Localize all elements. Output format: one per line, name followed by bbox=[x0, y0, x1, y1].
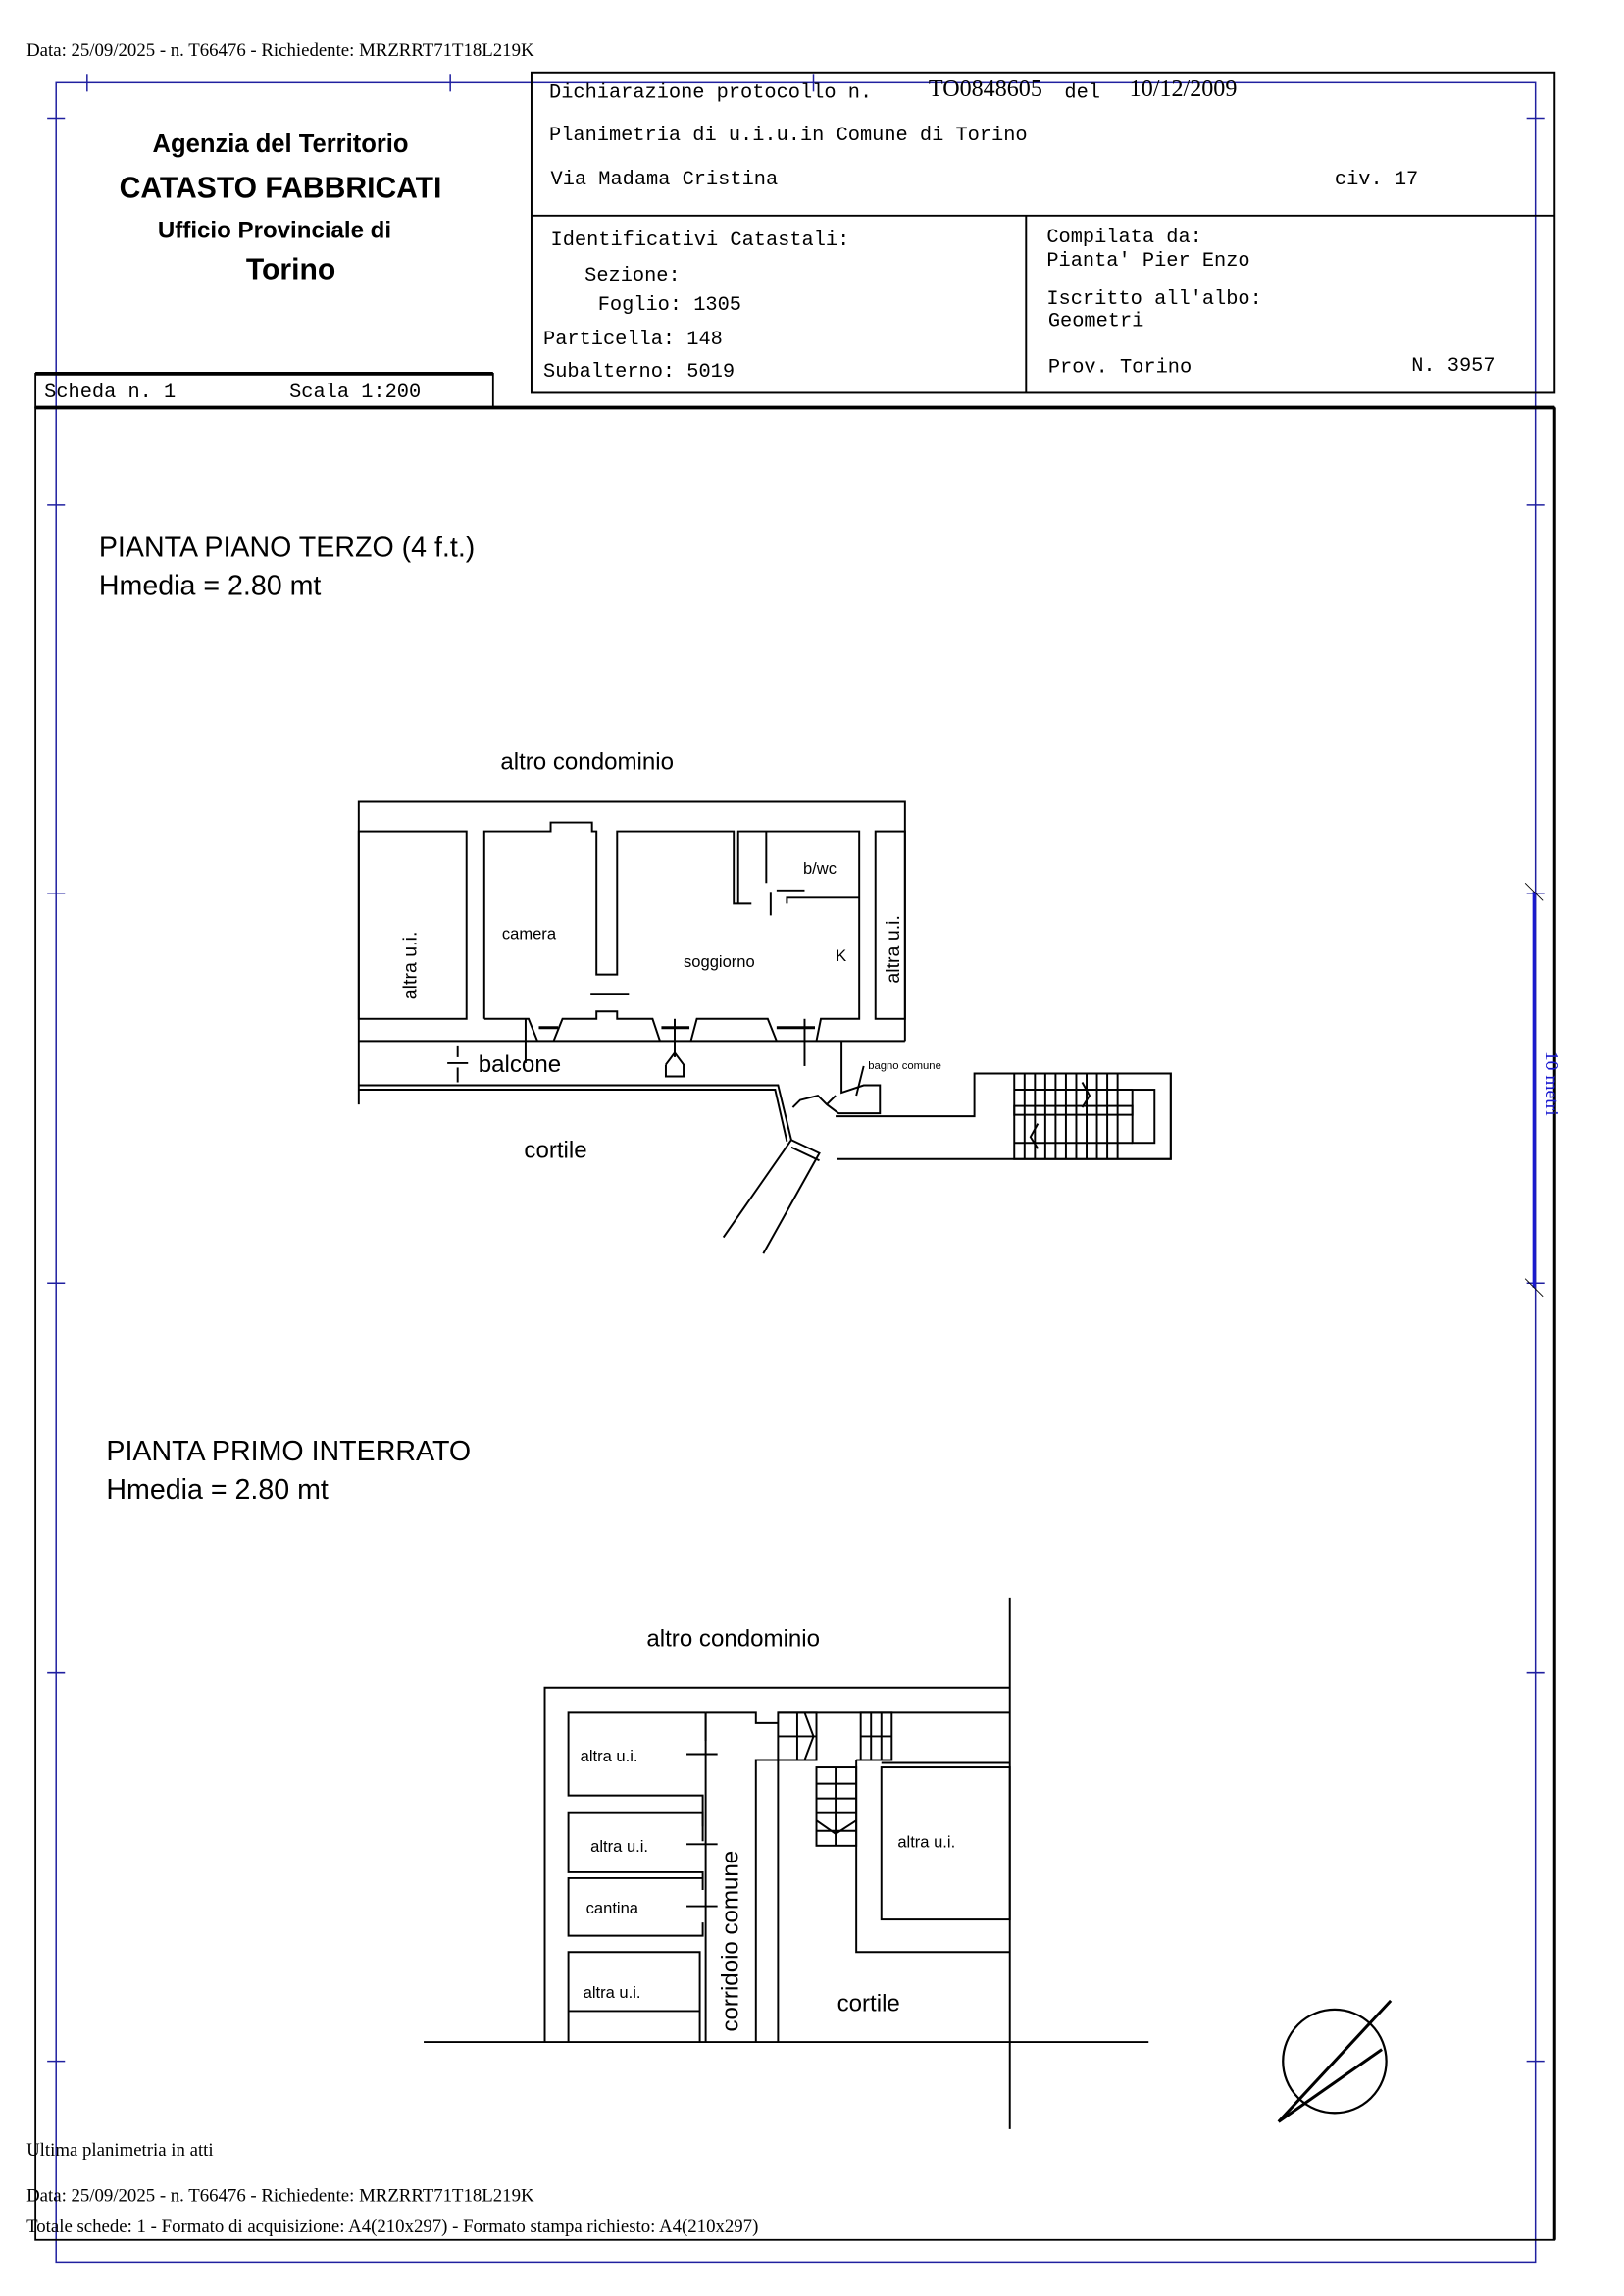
svg-text:10/12/2009: 10/12/2009 bbox=[1130, 77, 1238, 102]
footer-note: Ultima planimetria in atti bbox=[26, 2140, 214, 2161]
north-arrow-icon bbox=[1277, 1999, 1393, 2123]
svg-text:altro condominio: altro condominio bbox=[500, 748, 674, 775]
svg-text:Pianta' Pier Enzo: Pianta' Pier Enzo bbox=[1046, 250, 1249, 273]
scale-bar: 10 metri bbox=[1524, 882, 1561, 1298]
svg-text:cortile: cortile bbox=[837, 1990, 900, 2016]
svg-text:Sezione:: Sezione: bbox=[584, 265, 681, 287]
svg-text:K: K bbox=[836, 946, 846, 965]
svg-text:balcone: balcone bbox=[479, 1051, 561, 1078]
svg-text:TO0848605: TO0848605 bbox=[929, 77, 1042, 102]
plan-piano-terzo: PIANTA PIANO TERZO (4 f.t.) Hmedia = 2.8… bbox=[99, 533, 1172, 1254]
svg-text:Hmedia = 2.80 mt: Hmedia = 2.80 mt bbox=[106, 1474, 329, 1505]
svg-text:Compilata da:: Compilata da: bbox=[1046, 227, 1201, 249]
svg-text:Via Madama Cristina: Via Madama Cristina bbox=[551, 169, 779, 191]
svg-text:Scheda n. 1: Scheda n. 1 bbox=[44, 382, 176, 404]
svg-text:altra u.i.: altra u.i. bbox=[581, 1747, 638, 1765]
footer-line-2: Totale schede: 1 - Formato di acquisizio… bbox=[26, 2217, 758, 2237]
svg-text:Hmedia = 2.80 mt: Hmedia = 2.80 mt bbox=[99, 571, 322, 602]
svg-text:cortile: cortile bbox=[524, 1137, 586, 1163]
svg-text:Geometri: Geometri bbox=[1048, 311, 1144, 333]
svg-text:cantina: cantina bbox=[586, 1899, 639, 1917]
identifiers-block: Identificativi Catastali: Sezione: Fogli… bbox=[543, 230, 849, 383]
svg-text:Foglio: 1305: Foglio: 1305 bbox=[598, 294, 741, 317]
svg-text:Agenzia del Territorio: Agenzia del Territorio bbox=[153, 130, 409, 158]
footer-line-1: Data: 25/09/2025 - n. T66476 - Richieden… bbox=[26, 2186, 534, 2207]
svg-text:Dichiarazione protocollo n.: Dichiarazione protocollo n. bbox=[549, 81, 872, 104]
svg-text:camera: camera bbox=[502, 924, 557, 943]
svg-text:civ. 17: civ. 17 bbox=[1335, 169, 1418, 191]
plan-primo-interrato: PIANTA PRIMO INTERRATO Hmedia = 2.80 mt … bbox=[106, 1436, 1149, 2129]
svg-text:Scala 1:200: Scala 1:200 bbox=[289, 382, 421, 404]
svg-text:corridoio comune: corridoio comune bbox=[718, 1851, 744, 2032]
svg-text:del: del bbox=[1064, 81, 1100, 104]
svg-text:altra u.i.: altra u.i. bbox=[883, 915, 904, 984]
blue-frame bbox=[47, 74, 1545, 2264]
svg-text:Particella: 148: Particella: 148 bbox=[543, 329, 723, 351]
svg-text:Torino: Torino bbox=[246, 254, 335, 286]
svg-text:Iscritto all'albo:: Iscritto all'albo: bbox=[1046, 288, 1261, 311]
svg-text:Prov. Torino: Prov. Torino bbox=[1048, 356, 1192, 379]
svg-text:PIANTA PIANO TERZO (4 f.t.): PIANTA PIANO TERZO (4 f.t.) bbox=[99, 533, 475, 564]
svg-text:altra u.i.: altra u.i. bbox=[590, 1837, 648, 1856]
svg-text:Ufficio Provinciale di: Ufficio Provinciale di bbox=[158, 217, 391, 243]
svg-text:CATASTO FABBRICATI: CATASTO FABBRICATI bbox=[120, 173, 442, 205]
svg-text:altra u.i.: altra u.i. bbox=[584, 1983, 641, 2002]
svg-text:soggiorno: soggiorno bbox=[684, 952, 755, 971]
top-header: Data: 25/09/2025 - n. T66476 - Richieden… bbox=[26, 40, 534, 61]
svg-text:Identificativi Catastali:: Identificativi Catastali: bbox=[551, 230, 850, 252]
main-frame bbox=[34, 405, 1556, 2241]
header-box bbox=[530, 71, 1556, 394]
declaration-block: Dichiarazione protocollo n. TO0848605 de… bbox=[549, 77, 1418, 191]
svg-text:b/wc: b/wc bbox=[803, 859, 837, 878]
svg-text:bagno comune: bagno comune bbox=[868, 1060, 941, 1072]
svg-text:altra u.i.: altra u.i. bbox=[400, 932, 422, 1000]
scheda-box: Scheda n. 1 Scala 1:200 bbox=[34, 372, 494, 409]
svg-text:N. 3957: N. 3957 bbox=[1411, 355, 1495, 378]
svg-text:Planimetria di u.i.u.in Comune: Planimetria di u.i.u.in Comune di Torino bbox=[549, 125, 1028, 147]
svg-text:Subalterno: 5019: Subalterno: 5019 bbox=[543, 361, 735, 383]
scale-bar-label: 10 metri bbox=[1541, 1051, 1561, 1116]
agency-block: Agenzia del Territorio CATASTO FABBRICAT… bbox=[120, 130, 442, 285]
svg-text:altra u.i.: altra u.i. bbox=[897, 1832, 955, 1851]
svg-text:PIANTA PRIMO INTERRATO: PIANTA PRIMO INTERRATO bbox=[106, 1436, 471, 1467]
svg-text:altro condominio: altro condominio bbox=[646, 1626, 820, 1653]
compiler-block: Compilata da: Pianta' Pier Enzo Iscritto… bbox=[1046, 227, 1495, 379]
